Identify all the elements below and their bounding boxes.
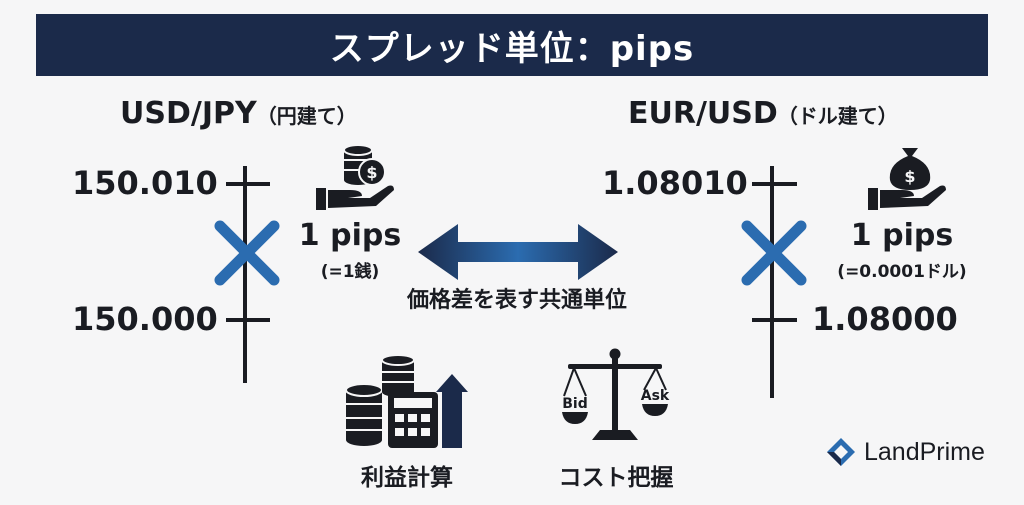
double-arrow-icon [418,224,618,280]
scale-ask-label: Ask [641,388,670,404]
right-price-low: 1.08000 [812,300,958,338]
left-pips-label: 1 pips [298,218,402,253]
right-price-high: 1.08010 [602,164,748,202]
coin-symbol: $ [366,163,377,182]
left-pair-sub: （円建て） [256,104,357,128]
coins-hand-icon: $ [316,144,394,210]
cost-grasp-label: コスト把握 [558,465,674,491]
left-cross-icon [214,220,280,286]
right-pair-title: EUR/USD（ドル建て） [628,96,898,131]
bag-symbol: $ [904,167,915,186]
right-cross-icon [741,220,807,286]
left-pair-name: USD/JPY [120,96,257,131]
left-pair-title: USD/JPY（円建て） [120,96,357,131]
profit-calc-label: 利益計算 [361,465,453,491]
page-title: スプレッド単位：pips [329,28,695,69]
right-pips-label: 1 pips [850,218,954,253]
right-pair-name: EUR/USD [628,96,778,131]
left-price-high: 150.010 [72,164,218,202]
left-price-low: 150.000 [72,300,218,338]
right-pips-sub: (=0.0001ドル) [837,262,967,282]
landprime-logo-icon [827,438,855,466]
right-pair-sub: （ドル建て） [777,104,898,128]
scale-bid-label: Bid [562,396,588,412]
landprime-logo: LandPrime [826,437,985,467]
left-pips-sub: (=1銭) [320,262,380,282]
common-unit-label: 価格差を表す共通単位 [406,288,627,313]
brand-name: LandPrime [864,437,985,466]
moneybag-hand-icon: $ [868,148,946,210]
balance-scale-icon: Bid Ask [562,348,670,440]
title-banner: スプレッド単位：pips [36,14,988,76]
coins-calculator-chart-icon [345,354,468,448]
